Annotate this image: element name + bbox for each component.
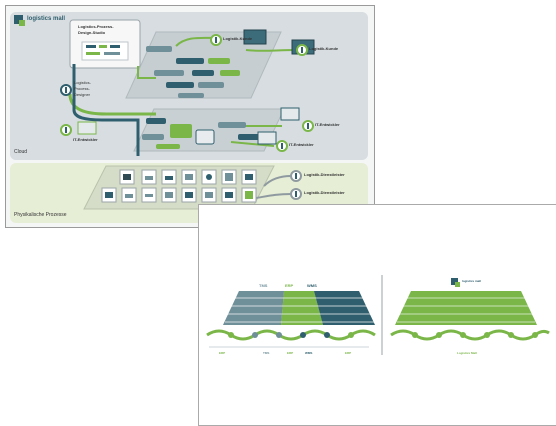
person-icon — [290, 170, 302, 182]
person-icon — [290, 188, 302, 200]
logo-icon — [14, 15, 25, 26]
erp-label: ERP — [285, 283, 294, 288]
teal-connector — [72, 64, 140, 156]
erp-bottom-label-3: ERP — [345, 351, 352, 355]
chain-nodes-right — [412, 332, 538, 338]
hexagon-texture-left — [225, 297, 375, 323]
hexagon-field-right — [395, 291, 537, 325]
tms-cluster — [223, 291, 284, 325]
designer-line2: Process- — [74, 86, 90, 91]
studio-screen — [81, 41, 129, 61]
wms-label: WMS — [307, 283, 317, 288]
wms-cluster — [314, 291, 375, 325]
studio-title-line2: Design-Studio — [78, 30, 106, 35]
cloud-label: Cloud — [14, 149, 28, 155]
person-icon — [60, 124, 72, 136]
tms-label: TMS — [259, 283, 268, 288]
designer-line3: Designer — [74, 92, 91, 97]
monitor-icon — [280, 107, 300, 121]
logo-icon — [451, 278, 460, 287]
green-connector — [68, 93, 156, 116]
monitor-icon — [257, 131, 277, 145]
person-icon — [276, 140, 288, 152]
person-icon — [296, 44, 308, 56]
person-icon — [60, 84, 72, 96]
brand-name: logistics mall — [27, 16, 66, 22]
hexagon-texture-right — [397, 297, 535, 323]
provider-label-1: Logistik-Dienstleister — [304, 172, 345, 177]
right-brand-name: logistics mall — [462, 279, 482, 283]
customer-label-1: Logistik-Kunde — [223, 36, 253, 41]
green-connector-6 — [230, 141, 275, 147]
grey-connector-2 — [255, 193, 292, 199]
laptop-icon — [243, 29, 267, 45]
green-connector-2 — [137, 66, 156, 79]
erp-cluster — [281, 291, 323, 325]
developer-label-right-1: IT-Entwickler — [315, 122, 340, 127]
service-bars-top — [146, 46, 240, 98]
process-diagram — [10, 12, 368, 223]
logistics-mall-bottom-label: Logistics Mall — [457, 351, 477, 355]
physical-label: Physikalische Prozesse — [14, 212, 67, 218]
studio-title-line1: Logistics-Prozess- — [78, 24, 114, 29]
hexagon-diagram — [206, 275, 550, 355]
erp-bottom-label-2: ERP — [287, 351, 294, 355]
designer-line1: Logistics- — [74, 80, 91, 85]
green-connector-4 — [245, 49, 297, 52]
physical-process-icons — [101, 169, 257, 203]
developer-label-left: IT-Entwickler — [73, 137, 98, 142]
chain-nodes-left — [228, 332, 354, 338]
logistics-mall-comparison-panel: TMS ERP WMS ERP TMS ERP WMS ERP logistic… — [198, 204, 556, 426]
service-bars-mid — [142, 118, 264, 149]
grey-connector — [263, 175, 292, 187]
wms-bottom-label: WMS — [305, 351, 313, 355]
erp-bottom-label-1: ERP — [219, 351, 226, 355]
logistics-process-panel: logistics mall Logistics-Prozess- Design… — [5, 5, 375, 228]
person-icon — [302, 120, 314, 132]
tms-bottom-label: TMS — [263, 351, 270, 355]
developer-label-right-2: IT-Entwickler — [289, 142, 314, 147]
customer-label-2: Logistik-Kunde — [309, 46, 339, 51]
monitor-icon — [77, 121, 97, 135]
person-icon — [210, 34, 222, 46]
provider-label-2: Logistik-Dienstleister — [304, 190, 345, 195]
